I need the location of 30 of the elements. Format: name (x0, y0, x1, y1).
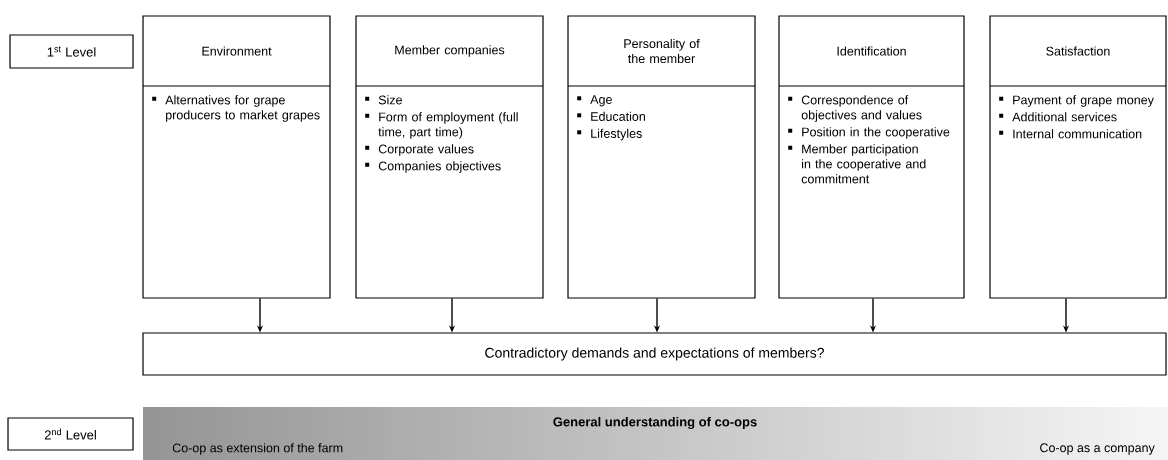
category-box (989, 15, 1167, 299)
category-box (567, 15, 756, 299)
bullet-item: Size (365, 95, 402, 105)
bullet-item: Payment of grape money (999, 95, 1154, 107)
category-box (778, 15, 965, 299)
level-box: 2$^{nd}$ Level (7, 417, 134, 451)
band-text: General understanding of co-ops (553, 416, 757, 430)
bullet-item: Companies objectives (365, 161, 501, 173)
column-heading: Environment (202, 46, 272, 56)
bullet-item: Corporate values (365, 144, 474, 156)
bullet-item: Additional services (999, 112, 1117, 122)
category-box (142, 15, 331, 299)
column-heading: Personality of the member (624, 38, 700, 64)
column-heading: Member companies (395, 45, 505, 57)
bullet-item: Form of employment (full time, part time) (365, 112, 518, 139)
level-box: 1$^{st}$ Level (9, 34, 134, 69)
column-heading: Identification (837, 46, 906, 56)
bullet-item: Education (577, 111, 645, 121)
bullet-item: Correspondence of objectives and values (788, 95, 922, 122)
bullet-item: Age (577, 95, 612, 107)
category-box (355, 15, 544, 299)
bullet-item: Lifestyles (577, 128, 642, 141)
band-text: Co-op as extension of the farm (172, 443, 343, 455)
bullet-item: Position in the cooperative (788, 127, 950, 139)
band-text: Co-op as a company (1040, 443, 1155, 455)
bullet-item: Alternatives for grape producers to market grapes (152, 95, 320, 122)
column-heading: Satisfaction (1046, 46, 1110, 56)
bullet-item: Member participation in the cooperative and commitment (788, 144, 926, 184)
bullet-item: Internal communication (999, 129, 1142, 139)
summary-box: Contradictory demands and expectations of members? (142, 332, 1167, 376)
